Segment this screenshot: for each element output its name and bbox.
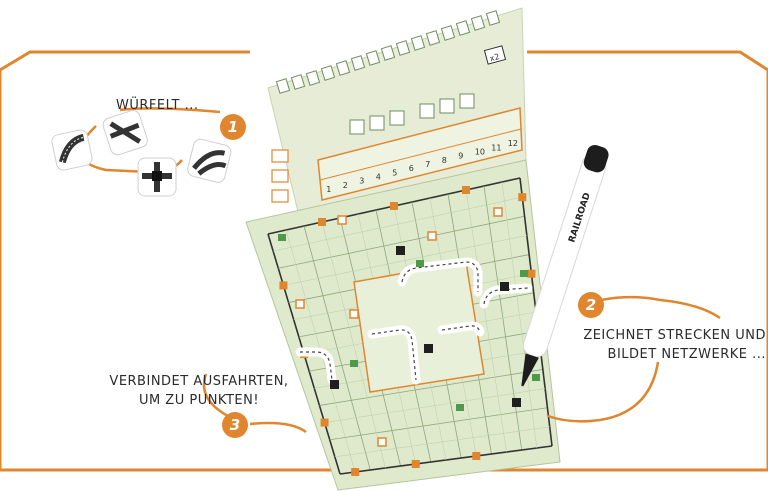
step-3-label: VERBINDET AUSFAHRTEN, UM ZU PUNKTEN! [109,374,289,408]
round-number: 5 [392,168,397,177]
multiplier-text: x2 [489,52,501,63]
die-1 [51,129,93,171]
step-2-badge: 2 [578,292,604,318]
orange-station-marks [295,207,503,447]
round-number: 9 [458,152,463,161]
exit-marker [320,418,329,427]
exit-marker [411,460,420,468]
multiplier-tile: x2 [483,45,507,65]
grid-subline-vertical [501,181,538,449]
exit-marker [527,269,536,278]
step-3-badge: 3 [222,412,248,438]
route-e [437,321,485,337]
die-4 [187,138,232,183]
round-number: 7 [425,160,430,169]
round-number: 4 [376,172,381,181]
round-number: 11 [491,143,501,152]
grid-subline-horizontal [334,426,550,458]
marker-pen: RAILROAD [521,145,609,387]
station-boxes [349,93,475,135]
exit-marker [279,281,288,290]
exit-marker [462,186,470,194]
grid-subline-horizontal [324,388,546,423]
exit-marker [318,218,326,226]
grid-subline-vertical [465,189,507,453]
round-number: 8 [442,156,447,165]
step-1-label: WÜRFELT ... [116,98,199,113]
exit-marker [390,202,398,210]
step-1-badge: 1 [220,114,246,140]
special-routes-row [275,10,501,94]
round-number: 6 [409,164,414,173]
exit-marker [472,452,481,460]
round-number: 10 [475,147,485,156]
green-station-marks [278,234,540,411]
bonus-boxes [271,149,289,203]
dice-group [51,107,232,197]
drawn-routes-dashes [300,261,529,381]
round-number: 1 [326,185,331,194]
die-3 [137,157,177,197]
exit-marker [518,193,527,202]
round-number: 2 [343,181,348,190]
round-number: 3 [359,177,364,186]
die-2 [102,110,148,156]
exit-marker [351,468,360,476]
station-squares [330,246,521,407]
step-2-label: ZEICHNET STRECKEN UND BILDET NETZWERKE .… [583,328,766,362]
round-number: 12 [508,139,518,148]
